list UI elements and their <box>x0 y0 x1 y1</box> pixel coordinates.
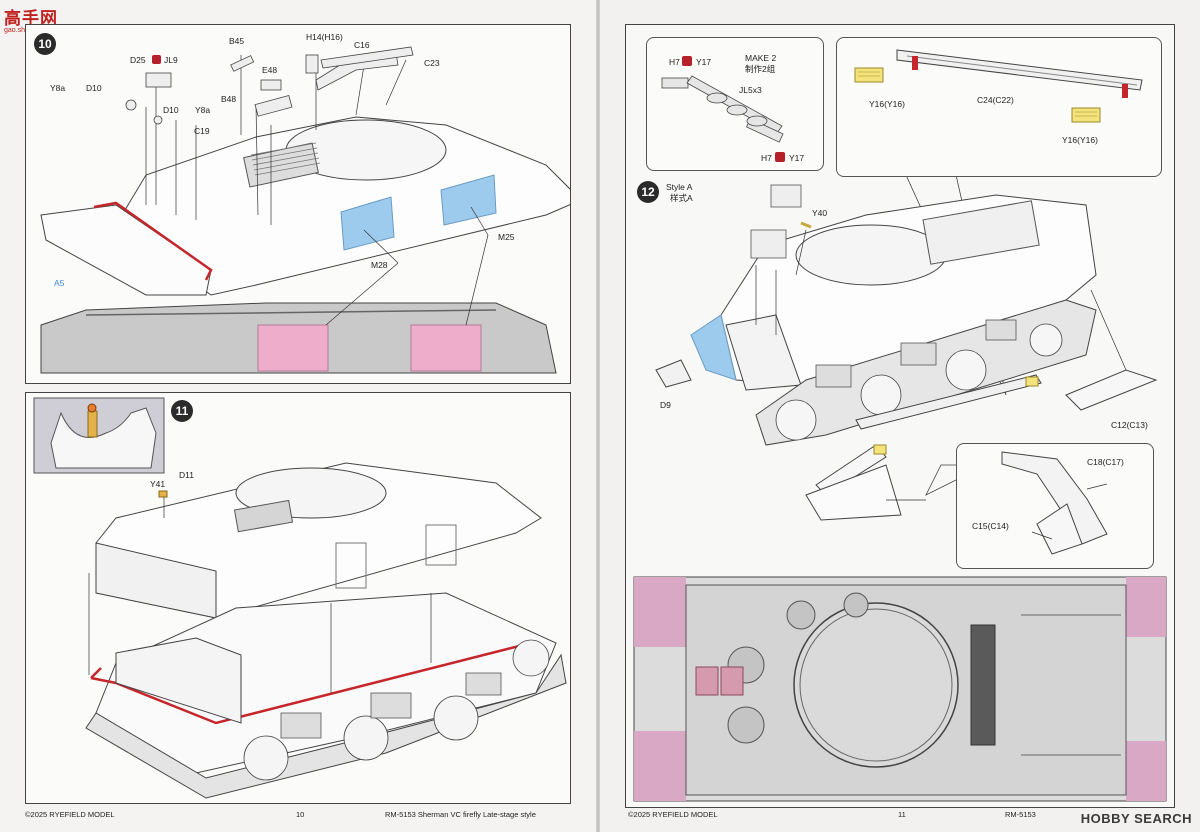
label-y8a-b: Y8a <box>195 105 211 115</box>
step-12-drawing <box>633 174 1167 802</box>
footer-page-number-right: 11 <box>898 810 906 819</box>
label-d10-b: D10 <box>163 105 179 115</box>
step-10-panel: 10 B45 H14(H16) C16 C23 D25 JL9 E48 Y8a … <box>25 24 571 384</box>
make-2-title-cn: 制作2组 <box>745 64 776 74</box>
label-c15: C15(C14) <box>972 521 1009 531</box>
make-2-drawing <box>661 75 784 143</box>
label-h7-bottom: H7 <box>761 153 772 163</box>
label-c24: C24(C22) <box>977 95 1014 105</box>
label-m25: M25 <box>498 232 515 242</box>
footer-copyright-right: ©2025 RYEFIELD MODEL <box>628 810 718 819</box>
cut-part-icon <box>682 56 692 66</box>
label-y16-left: Y16(Y16) <box>869 99 905 109</box>
label-y41: Y41 <box>150 479 166 489</box>
step-11-panel: 11 Y41 D11 <box>25 392 571 804</box>
label-y40: Y40 <box>812 208 828 218</box>
cut-part-icon <box>775 152 785 162</box>
footer-page-number-left: 10 <box>296 810 305 819</box>
page-11: MAKE 2 制作2组 H7 Y17 JL5x3 H7 Y17 <box>600 0 1200 832</box>
label-c18: C18(C17) <box>1087 457 1124 467</box>
label-d11: D11 <box>179 470 194 480</box>
hobby-search-mark: HOBBY SEARCH <box>1080 811 1192 826</box>
footer-copyright-left: ©2025 RYEFIELD MODEL <box>25 810 115 819</box>
label-e48: E48 <box>262 65 278 75</box>
make-2-title: MAKE 2 <box>745 53 777 63</box>
fender-subpanel: C18(C17) C15(C14) <box>956 443 1154 569</box>
label-y16-right: Y16(Y16) <box>1062 135 1098 145</box>
footer-product-right: RM-5153 <box>1005 810 1036 819</box>
label-b48: B48 <box>221 94 237 104</box>
step-12-panel: MAKE 2 制作2组 H7 Y17 JL5x3 H7 Y17 <box>625 24 1175 808</box>
label-c12: C12(C13) <box>1111 420 1148 430</box>
label-h7-top: H7 <box>669 57 680 67</box>
watermark-logo-text: 高手网 <box>4 9 58 28</box>
page-10: 高手网 gao.shou.com <box>0 0 596 832</box>
label-d9: D9 <box>660 400 671 410</box>
page-gutter <box>596 0 600 832</box>
label-d25: D25 <box>130 55 146 65</box>
label-jl9: JL9 <box>164 55 178 65</box>
label-y17-bottom: Y17 <box>789 153 805 163</box>
label-h14: H14(H16) <box>306 32 343 42</box>
step-11-drawing <box>33 397 567 799</box>
label-m28: M28 <box>371 260 388 270</box>
step-10-number: 10 <box>34 33 56 55</box>
style-a-label-cn: 样式A <box>670 193 693 203</box>
rail-drawing <box>854 49 1143 123</box>
label-y17-top: Y17 <box>696 57 712 67</box>
fender-drawing <box>1001 451 1108 555</box>
label-c19: C19 <box>194 126 210 136</box>
label-c23: C23 <box>424 58 440 68</box>
step-11-number: 11 <box>171 400 193 422</box>
label-d10: D10 <box>86 83 102 93</box>
label-y8a: Y8a <box>50 83 66 93</box>
make-2-subpanel: MAKE 2 制作2组 H7 Y17 JL5x3 H7 Y17 <box>646 37 824 171</box>
label-b45: B45 <box>229 36 245 46</box>
style-a-label: Style A <box>666 182 693 192</box>
step-12-number: 12 <box>637 181 659 203</box>
label-c16: C16 <box>354 40 370 50</box>
label-jl5: JL5x3 <box>739 85 762 95</box>
step-10-drawing <box>40 46 570 374</box>
rail-subpanel: Y16(Y16) C24(C22) Y16(Y16) <box>836 37 1162 177</box>
label-a5: A5 <box>54 278 65 288</box>
footer-product-left: RM-5153 Sherman VC firefly Late-stage st… <box>385 810 536 819</box>
cut-part-icon <box>152 55 161 64</box>
